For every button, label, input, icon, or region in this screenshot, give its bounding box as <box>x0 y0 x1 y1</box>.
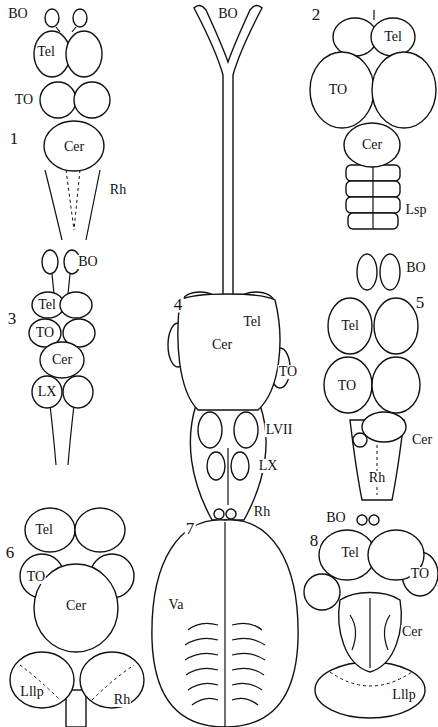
part-label: Cer <box>63 140 85 154</box>
brain-5 <box>324 254 420 500</box>
part-label: Rh <box>368 471 386 485</box>
part-label: TO <box>14 93 34 107</box>
part-label: BO <box>405 261 426 275</box>
part-label: Cer <box>211 338 233 352</box>
part-label: BO <box>7 7 28 21</box>
part-label: TO <box>278 365 298 379</box>
part-label: LX <box>37 385 58 399</box>
part-label: Lllp <box>391 688 416 702</box>
part-label: Tel <box>37 298 57 312</box>
part-label: Lllp <box>19 685 44 699</box>
brain-2 <box>310 10 436 229</box>
part-label: Tel <box>242 315 262 329</box>
part-label: Va <box>168 598 185 612</box>
part-label: BO <box>77 255 98 269</box>
part-label: Tel <box>36 45 56 59</box>
part-label: Cer <box>401 625 423 639</box>
figure-number: 5 <box>415 294 426 311</box>
part-label: BO <box>217 7 238 21</box>
figure-number: 3 <box>7 310 18 327</box>
figure-number: 8 <box>309 532 320 549</box>
part-label: Rh <box>253 505 271 519</box>
brain-1 <box>34 9 110 240</box>
part-label: Tel <box>340 319 360 333</box>
brain-3 <box>29 250 95 465</box>
part-label: Rh <box>113 693 131 707</box>
part-label: LX <box>258 459 279 473</box>
part-label: Cer <box>361 138 383 152</box>
part-label: TO <box>328 83 348 97</box>
figure-number: 6 <box>5 544 16 561</box>
brain-4 <box>168 5 290 535</box>
part-label: Tel <box>34 523 54 537</box>
part-label: TO <box>35 326 55 340</box>
part-label: Tel <box>383 30 403 44</box>
figure-number: 2 <box>311 6 322 23</box>
part-label: BO <box>325 511 346 525</box>
part-label: TO <box>337 379 357 393</box>
figure-number: 7 <box>185 520 196 537</box>
part-label: LVII <box>265 423 294 437</box>
part-label: TO <box>410 567 430 581</box>
figure-number: 4 <box>173 296 184 313</box>
figure-number: 1 <box>9 130 20 147</box>
brain-7 <box>152 509 298 727</box>
part-label: Rh <box>109 183 127 197</box>
part-label: Lsp <box>405 203 428 217</box>
part-label: TO <box>26 570 46 584</box>
part-label: Cer <box>65 599 87 613</box>
part-label: Tel <box>340 546 360 560</box>
part-label: Cer <box>51 353 73 367</box>
brain-8 <box>304 515 438 718</box>
brain-6 <box>10 508 144 727</box>
part-label: Cer <box>411 433 433 447</box>
